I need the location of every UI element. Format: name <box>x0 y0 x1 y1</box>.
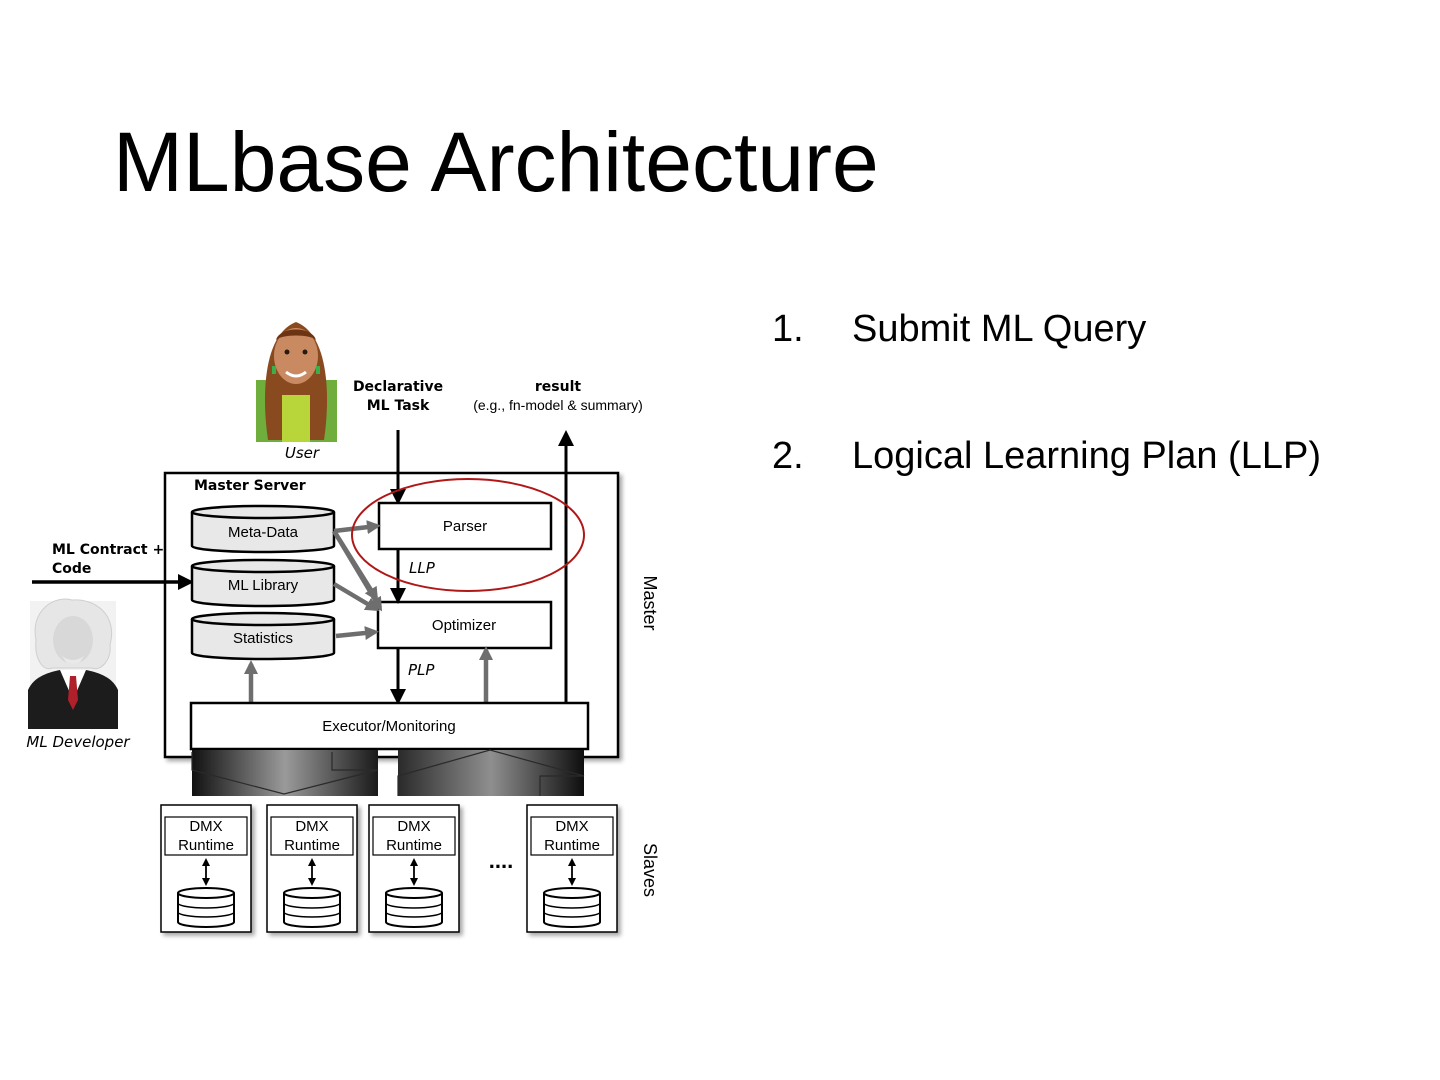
dmx-runtime-box <box>530 816 614 856</box>
dmx-runtime-box <box>164 816 248 856</box>
downlink-band <box>191 750 379 796</box>
master-side-label: Master <box>640 575 660 630</box>
executor-label: Executor/Monitoring <box>322 718 455 735</box>
metadata-label: Meta-Data <box>228 524 299 541</box>
parser-label: Parser <box>443 518 487 535</box>
more-slaves-ellipsis: .... <box>489 848 513 873</box>
dmx-runtime-label: Runtime <box>386 837 442 854</box>
result-label-line2: (e.g., fn-model & summary) <box>473 397 643 413</box>
parser-box <box>377 501 553 551</box>
disk-storage-icon <box>543 887 601 928</box>
slide-title: MLbase Architecture <box>113 115 879 209</box>
ml-contract-label-line2: Code <box>52 561 91 577</box>
executor-box <box>189 701 590 751</box>
slave-node: DMX Runtime <box>368 804 460 933</box>
user-avatar-icon <box>256 322 337 442</box>
statistics-label: Statistics <box>233 630 293 647</box>
slave-node: DMX Runtime <box>526 804 618 933</box>
slave-nodes: DMX Runtime DMX Runtime DMX Runtime DMX Runtime <box>160 804 618 933</box>
dmx-runtime-label: Runtime <box>178 837 234 854</box>
dmx-runtime-label: Runtime <box>284 837 340 854</box>
disk-storage-icon <box>283 887 341 928</box>
dmx-runtime-label: DMX <box>295 818 328 835</box>
result-label-line1: result <box>535 379 581 395</box>
bullet-text: Logical Learning Plan (LLP) <box>852 435 1321 477</box>
master-server-label: Master Server <box>194 478 306 494</box>
ml-developer-avatar-icon <box>28 598 118 729</box>
dmx-runtime-box <box>270 816 354 856</box>
dmx-runtime-label: DMX <box>189 818 222 835</box>
dmx-runtime-label: DMX <box>397 818 430 835</box>
slave-node: DMX Runtime <box>266 804 358 933</box>
bullet-number: 1. <box>772 308 804 350</box>
optimizer-box <box>376 600 553 650</box>
slaves-side-label: Slaves <box>640 843 660 897</box>
slave-node: DMX Runtime <box>160 804 252 933</box>
plp-label: PLP <box>408 661 435 679</box>
metadata-store-icon <box>190 504 336 554</box>
uplink-band <box>397 749 585 796</box>
dmx-runtime-label: Runtime <box>544 837 600 854</box>
store-to-planner-arrows <box>244 520 493 703</box>
parser-highlight-ellipse <box>351 478 585 592</box>
statistics-store-icon <box>190 611 336 661</box>
user-label: User <box>285 444 320 462</box>
disk-storage-icon <box>385 887 443 928</box>
ml-contract-label-line1: ML Contract + <box>52 542 164 558</box>
ml-library-label: ML Library <box>228 577 299 594</box>
dmx-runtime-label: DMX <box>555 818 588 835</box>
bullet-text: Submit ML Query <box>852 308 1147 350</box>
disk-storage-icon <box>177 887 235 928</box>
declarative-label-line1: Declarative <box>353 379 443 395</box>
declarative-label-line2: ML Task <box>367 398 430 414</box>
dmx-runtime-box <box>372 816 456 856</box>
llp-label: LLP <box>409 559 436 577</box>
ml-library-store-icon <box>190 558 336 608</box>
ml-developer-label: ML Developer <box>26 733 130 751</box>
optimizer-label: Optimizer <box>432 617 496 634</box>
bullet-number: 2. <box>772 435 804 477</box>
